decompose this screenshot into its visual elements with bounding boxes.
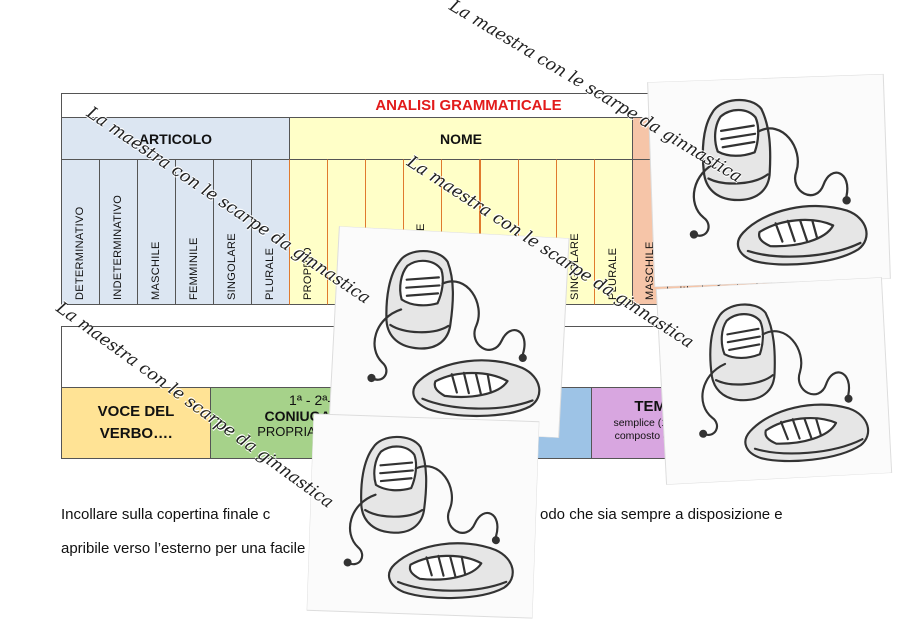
nome-col-6: FEMMINILE: [517, 159, 557, 305]
table-title-row: ANALISI GRAMMATICALE: [61, 93, 876, 118]
cell-coniugazione: 1ª - 2ª- 3ª CONIUGAZIONE PROPRIA (essere…: [210, 387, 428, 459]
nome-col-label: COMUNE: [340, 249, 353, 300]
articolo-col-2: MASCHILE: [137, 159, 176, 305]
cell-modo: O INDICATIVO: [427, 387, 592, 459]
group-aggettivo: AG QU: [632, 117, 772, 160]
instructions-line1-a: Incollare sulla copertina finale c: [61, 506, 271, 523]
aggettivo-col-1: FEMMINILE: [667, 159, 703, 305]
coniugazione-numbers: 1ª - 2ª- 3ª: [289, 392, 349, 408]
cell-voce: VOCE DEL VERBO….: [61, 387, 211, 459]
articolo-col-label: PLURALE: [264, 247, 276, 300]
nome-col-5: MASCHILE: [479, 159, 519, 305]
articolo-col-label: DETERMINATIVO: [74, 206, 86, 300]
verb-table-top-row: [61, 326, 881, 388]
coniugazione-sub: PROPRIA (essere) ...: [211, 424, 427, 439]
tempo-sub: semplice (1 verbo) o composto (2 verbi)?: [613, 417, 709, 442]
articolo-col-0: DETERMINATIVO: [61, 159, 100, 305]
aggettivo-col-label: PLURALE: [748, 247, 761, 300]
table-title: ANALISI GRAMMATICALE: [375, 97, 562, 114]
group-articolo: ARTICOLO: [61, 117, 290, 160]
group-preposizione-label: PREPOSIZIONE: [785, 133, 861, 144]
articolo-col-5: PLURALE: [251, 159, 290, 305]
aggettivo-col-label: MASCHILE: [643, 241, 656, 300]
prep-col-1: ARTICO: [823, 159, 876, 305]
prep-col-label: ARTICO: [843, 256, 855, 300]
articolo-col-label: SINGOLARE: [226, 233, 238, 300]
group-nome-label: NOME: [440, 130, 482, 147]
coniugazione-label: CONIUGAZIONE: [264, 408, 374, 424]
nome-col-label: MASCHILE: [492, 241, 505, 300]
modo-value: INDICATIVO: [469, 423, 550, 439]
cell-last: SI: [730, 387, 881, 459]
group-articolo-label: ARTICOLO: [138, 130, 213, 147]
group-aggettivo-label-1: AG: [667, 122, 687, 137]
modo-label-fragment: O: [520, 404, 532, 421]
coniugazione-sub-end: ...: [369, 424, 381, 439]
coniugazione-sub-text: PROPRIA (essere): [257, 424, 367, 439]
nome-col-1: COMUNE: [327, 159, 367, 305]
group-nome: NOME: [289, 117, 633, 160]
aggettivo-col-label: FEMMINILE: [678, 237, 691, 300]
articolo-col-4: SINGOLARE: [213, 159, 252, 305]
nome-col-4: PERSONA: [441, 159, 481, 305]
group-aggettivo-label-2: QU: [653, 140, 673, 155]
nome-col-0: PROPRIO: [289, 159, 329, 305]
prep-col-label: SEM: [791, 275, 803, 300]
aggettivo-col-3: PLURALE: [737, 159, 773, 305]
articolo-col-3: FEMMINILE: [175, 159, 214, 305]
group-preposizione: PREPOSIZIONE: [771, 117, 876, 160]
nome-col-3-fragment: ALE: [415, 223, 428, 245]
articolo-col-1: INDETERMINATIVO: [99, 159, 138, 305]
articolo-col-label: MASCHILE: [150, 241, 162, 300]
nome-col-label: PLURALE: [606, 247, 619, 300]
aggettivo-col-label: SINGOLARE: [713, 233, 726, 300]
nome-col-8: PLURALE: [593, 159, 633, 305]
instructions-line2-a: apribile verso l’esterno per una facile …: [61, 540, 317, 557]
voce-label: VOCE DEL VERBO….: [97, 403, 175, 442]
articolo-col-label: FEMMINILE: [188, 237, 200, 300]
nome-col-label: SINGOLARE: [568, 233, 581, 300]
last-fragment: SI: [761, 440, 774, 455]
nome-col-label: PROPRIO: [302, 247, 315, 300]
instructions-line1-b: odo che sia sempre a disposizione e: [540, 506, 783, 523]
aggettivo-col-2: SINGOLARE: [702, 159, 738, 305]
tempo-label: TEMPO: [634, 398, 688, 415]
prep-col-0: SEM: [771, 159, 824, 305]
nome-col-label: PERSONA: [454, 244, 467, 300]
nome-col-2: [365, 159, 405, 305]
nome-col-7: SINGOLARE: [555, 159, 595, 305]
aggettivo-col-0: MASCHILE: [632, 159, 668, 305]
cell-tempo: TEMPO semplice (1 verbo) o composto (2 v…: [591, 387, 731, 459]
nome-col-label: FEMMINILE: [530, 237, 543, 300]
articolo-col-label: INDETERMINATIVO: [112, 194, 124, 300]
